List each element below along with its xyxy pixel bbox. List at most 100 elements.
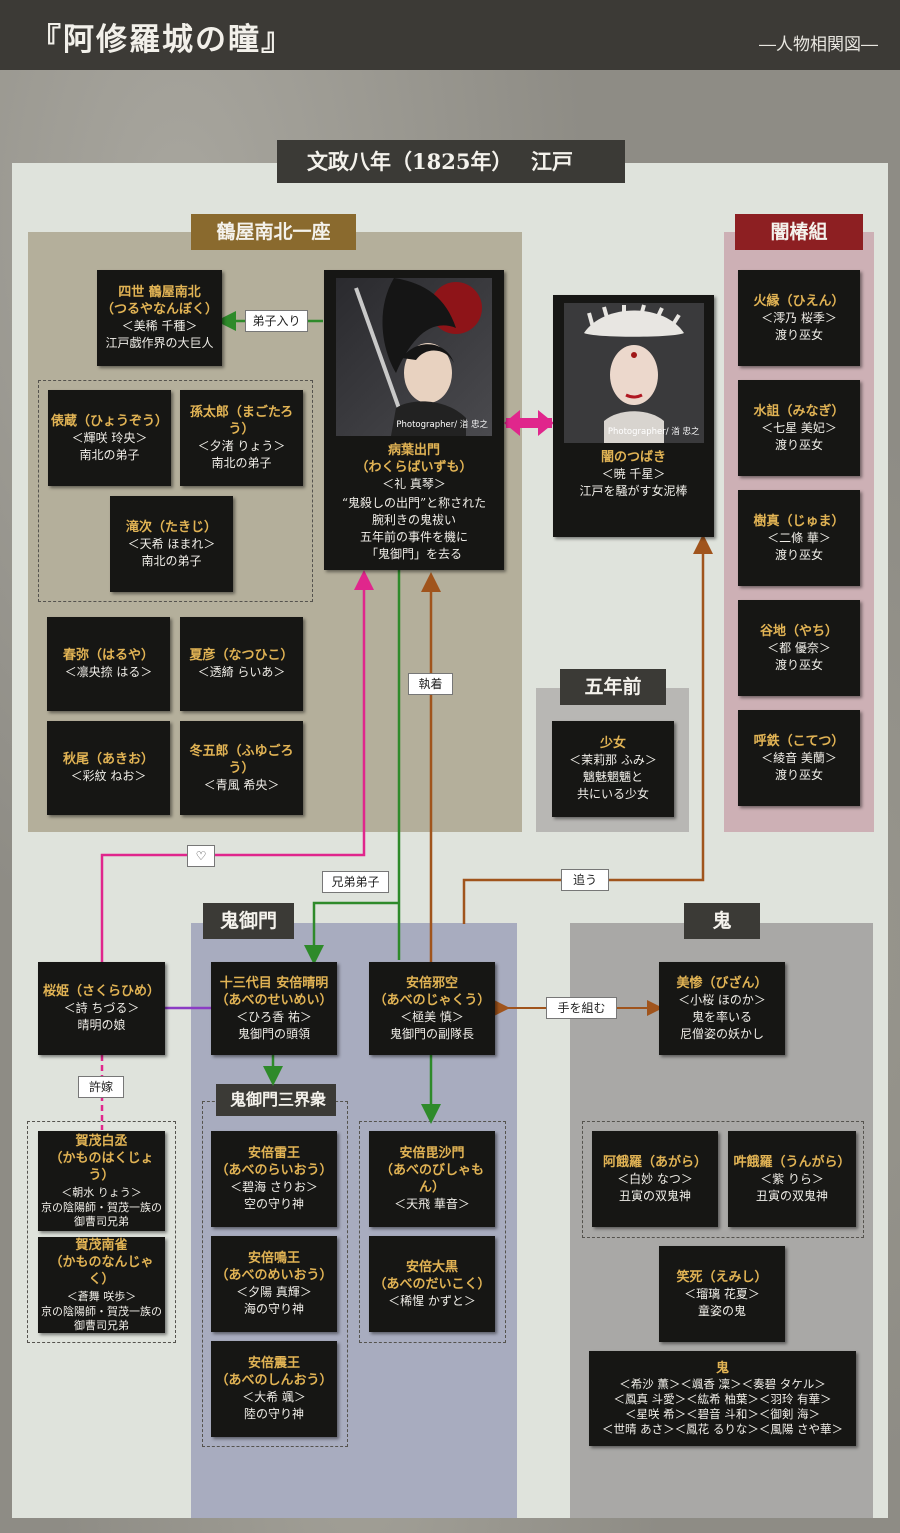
name: 火縁（ひえん） — [753, 293, 845, 309]
actor: ＜蒼舞 咲歩＞ — [66, 1290, 137, 1303]
name: 夏彦（なつひこ） — [189, 648, 294, 663]
actor: ＜碧海 さりお＞ — [230, 1180, 318, 1194]
label-deshiiri: 弟子入り — [245, 310, 308, 332]
card-yachi: 谷地（やち） ＜都 優奈＞ 渡り巫女 — [738, 600, 860, 696]
actor: ＜白妙 なつ＞ — [617, 1171, 693, 1186]
desc: 渡り巫女 — [774, 767, 823, 782]
name: 鬼 — [715, 1361, 729, 1376]
subgroup-sokijin — [582, 1121, 864, 1238]
name: 吽餓羅（うんがら） — [733, 1154, 851, 1170]
actor: ＜七星 美妃＞ — [761, 420, 837, 435]
group-title-sankai: 鬼御門三界衆 — [216, 1084, 336, 1116]
card-daikoku: 安倍大黒 （あべのだいこく） ＜稀惺 かずと＞ — [369, 1236, 495, 1332]
label-heart: ♡ — [187, 845, 215, 867]
desc: 南北の弟子 — [141, 553, 202, 568]
desc: 晴明の娘 — [77, 1018, 126, 1032]
arrowhead-left — [504, 410, 520, 436]
card-hakujo: 賀茂白丞 （かものはくじょう） ＜朝水 りょう＞ 京の陰陽師・賀茂一族の 御曹司… — [38, 1131, 165, 1231]
actor: ＜凛央捺 はる＞ — [64, 665, 153, 679]
name: 秋尾（あきお） — [62, 752, 154, 767]
card-bishamon: 安倍毘沙門 （あべのびしゃもん） ＜天飛 華音＞ — [369, 1131, 495, 1227]
name: 孫太郎（まごたろう） — [189, 405, 294, 437]
actor: ＜極美 慎＞ — [400, 1009, 464, 1024]
card-tsubaki: Photographer/ 渞 忠之 闇のつばき ＜暁 千星＞ 江戸を騒がす女泥… — [553, 295, 714, 537]
desc: 南北の弟子 — [79, 447, 140, 462]
actor: ＜美稀 千種＞ — [121, 319, 198, 333]
name: 闇のつばき — [600, 450, 666, 465]
label-ou: 追う — [561, 869, 609, 891]
name: 水詛（みなぎ） — [753, 403, 845, 419]
desc: 渡り巫女 — [774, 327, 823, 342]
actor: ＜都 優奈＞ — [767, 640, 831, 655]
arrowhead-right — [538, 410, 554, 436]
card-takiji: 滝次（たきじ） ＜天希 ほまれ＞ 南北の弟子 — [110, 496, 233, 592]
actor: ＜瑠璃 花夏＞ — [684, 1286, 760, 1301]
desc: 魑魅魍魎と 共にいる少女 — [576, 770, 649, 801]
name: 阿餓羅（あがら） — [602, 1154, 707, 1170]
name: 滝次（たきじ） — [125, 519, 217, 535]
desc: 丑寅の双鬼神 — [755, 1188, 828, 1203]
desc: ＜希沙 薫＞＜颯香 凜＞＜奏碧 タケル＞ ＜鳳真 斗愛＞＜紘希 柚葉＞＜羽玲 有… — [602, 1377, 843, 1436]
label-shuchaku: 執着 — [408, 673, 453, 695]
name: 春弥（はるや） — [62, 648, 154, 663]
desc: 渡り巫女 — [774, 437, 823, 452]
label-iinazuke: 許嫁 — [78, 1076, 124, 1098]
name: 少女 — [599, 736, 626, 751]
actor: ＜青風 希央＞ — [203, 777, 280, 792]
name: 安倍震王 （あべのしんおう） — [215, 1356, 333, 1388]
card-bizan: 美惨（びざん） ＜小桜 ほのか＞ 鬼を率いる 尼僧姿の妖かし — [659, 962, 785, 1055]
actor: ＜小桜 ほのか＞ — [678, 992, 766, 1007]
desc: 鬼御門の頭領 — [237, 1026, 310, 1041]
header-bar — [0, 0, 900, 70]
name: 笑死（えみし） — [676, 1269, 768, 1285]
card-shojo: 少女 ＜茉莉那 ふみ＞ 魑魅魍魎と 共にいる少女 — [552, 721, 674, 817]
card-oni-ensemble: 鬼 ＜希沙 薫＞＜颯香 凜＞＜奏碧 タケル＞ ＜鳳真 斗愛＞＜紘希 柚葉＞＜羽玲… — [589, 1351, 856, 1446]
card-nanjaku: 賀茂南雀 （かものなんじゃく） ＜蒼舞 咲歩＞ 京の陰陽師・賀茂一族の 御曹司兄… — [38, 1237, 165, 1333]
card-seimei: 十三代目 安倍晴明 （あべのせいめい） ＜ひろ香 祐＞ 鬼御門の頭領 — [211, 962, 337, 1055]
card-jaku: 安倍邪空 （あべのじゃくう） ＜極美 慎＞ 鬼御門の副隊長 — [369, 962, 495, 1055]
card-agara: 阿餓羅（あがら） ＜白妙 なつ＞ 丑寅の双鬼神 — [592, 1131, 718, 1227]
name: 呼鉄（こてつ） — [753, 733, 845, 749]
actor: ＜透綺 らいあ＞ — [197, 665, 286, 679]
card-hien: 火縁（ひえん） ＜澪乃 桜季＞ 渡り巫女 — [738, 270, 860, 366]
photo-credit: Photographer/ 渞 忠之 — [607, 427, 700, 437]
name: 安倍雷王 （あべのらいおう） — [215, 1146, 333, 1178]
card-shinno: 安倍震王 （あべのしんおう） ＜大希 颯＞ 陸の守り神 — [211, 1341, 337, 1437]
desc: 鬼を率いる 尼僧姿の妖かし — [679, 1009, 764, 1041]
subgroup-kamo — [27, 1121, 176, 1343]
desc: 南北の弟子 — [211, 456, 272, 470]
desc: “鬼殺しの出門”と称された 腕利きの鬼祓い 五年前の事件を機に 「鬼御門」を去る — [341, 496, 487, 561]
name: 樹真（じゅま） — [753, 513, 845, 529]
izumo-portrait-icon — [336, 278, 492, 436]
desc: 鬼御門の副隊長 — [389, 1026, 474, 1041]
name: 冬五郎（ふゆごろう） — [189, 743, 294, 776]
name: 安倍大黒 （あべのだいこく） — [373, 1259, 491, 1292]
group-title-gonen: 五年前 — [560, 669, 666, 705]
actor: ＜澪乃 桜季＞ — [761, 310, 837, 325]
actor: ＜夕渚 りょう＞ — [197, 439, 286, 453]
actor: ＜ひろ香 祐＞ — [236, 1009, 312, 1024]
page-subtitle: ―人物相関図― — [759, 35, 878, 55]
desc: 京の陰陽師・賀茂一族の 御曹司兄弟 — [41, 1305, 162, 1332]
name: 谷地（やち） — [759, 623, 838, 639]
group-title-tsuruya: 鶴屋南北一座 — [191, 214, 356, 250]
line-heart — [100, 570, 374, 962]
desc: 海の守り神 — [243, 1302, 304, 1316]
card-raio: 安倍雷王 （あべのらいおう） ＜碧海 さりお＞ 空の守り神 — [211, 1131, 337, 1227]
era-banner: 文政八年（1825年） 江戸 — [277, 140, 625, 183]
actor: ＜茉莉那 ふみ＞ — [569, 753, 657, 767]
actor: ＜二條 華＞ — [767, 530, 831, 545]
name: 病葉出門 （わくらばいずも） — [355, 443, 473, 475]
tsubaki-portrait-icon — [563, 303, 704, 443]
desc: 丑寅の双鬼神 — [618, 1188, 691, 1203]
actor: ＜大希 颯＞ — [242, 1390, 306, 1404]
desc: 渡り巫女 — [774, 547, 823, 562]
desc: 江戸戯作界の大巨人 — [105, 336, 214, 350]
group-title-yami: 闇椿組 — [735, 214, 863, 250]
name: 安倍毘沙門 （あべのびしゃもん） — [379, 1146, 484, 1195]
group-title-oni: 鬼 — [684, 903, 760, 939]
card-emishi: 笑死（えみし） ＜瑠璃 花夏＞ 童姿の鬼 — [659, 1246, 785, 1342]
card-haruya: 春弥（はるや） ＜凛央捺 はる＞ — [47, 617, 170, 711]
actor: ＜天飛 華音＞ — [394, 1197, 470, 1211]
card-fuyugoro: 冬五郎（ふゆごろう） ＜青風 希央＞ — [180, 721, 303, 815]
